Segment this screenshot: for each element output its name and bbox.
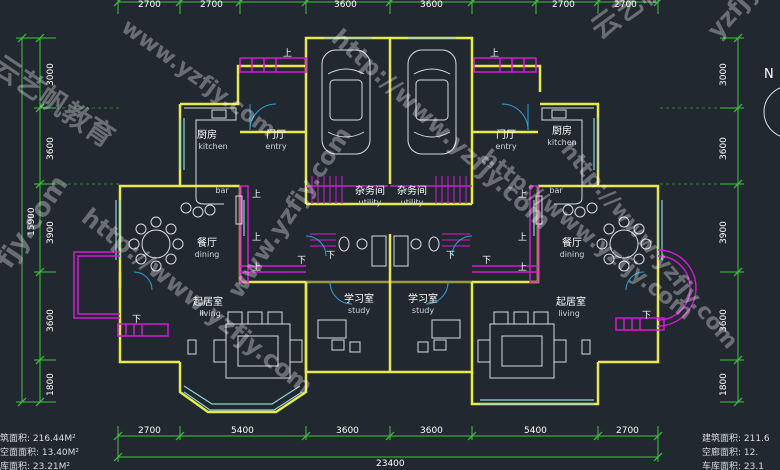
- dim-bottom-4: 3600: [420, 426, 443, 436]
- dim-top-5: 2700: [552, 0, 575, 10]
- kitchen-right-label: 厨房: [552, 124, 572, 137]
- bar-left-label: bar: [215, 186, 229, 195]
- area-right-3: 车库面积: 23.1: [702, 460, 764, 470]
- up-label-6: 上: [518, 232, 527, 243]
- study-right-label: 学习室: [408, 292, 438, 305]
- dim-right-3: 3900: [719, 221, 729, 244]
- living-right-en: living: [558, 309, 580, 318]
- dimension-ticks: [17, 0, 743, 462]
- dimension-texts: 2700 2700 3600 3600 2700 2700 2700 5400 …: [27, 0, 729, 469]
- area-left-2: 空面面积: 13.40M²: [0, 446, 79, 458]
- up-label-8: 上: [518, 262, 527, 273]
- down-label-2: 下: [446, 251, 455, 261]
- windows: [115, 37, 663, 411]
- dining-right-en: dining: [560, 250, 585, 259]
- down-label-5: 下: [297, 256, 306, 266]
- dim-left-3: 3900: [46, 221, 56, 244]
- dim-bottom-1: 2700: [138, 426, 161, 436]
- entry-left-en: entry: [265, 142, 286, 151]
- dim-right-4: 3600: [719, 309, 729, 332]
- entry-left-label: 门厅: [266, 128, 286, 141]
- dim-top-2: 2700: [200, 0, 223, 10]
- area-left-1: 筑面积: 216.44M²: [0, 432, 76, 444]
- utility-right-en: utility: [401, 198, 424, 207]
- utility-left-en: utility: [359, 198, 382, 207]
- dim-left-4: 3600: [46, 309, 56, 332]
- dining-left-en: dining: [195, 250, 220, 259]
- up-label-5: 上: [252, 232, 261, 243]
- dim-left-5: 1800: [46, 373, 56, 396]
- entry-right-en: entry: [495, 142, 516, 151]
- dim-left-total: 15900: [27, 207, 37, 236]
- dim-left-1: 3000: [46, 63, 56, 86]
- dim-bottom-5: 5400: [524, 426, 547, 436]
- area-left-3: 库面积: 23.21M²: [0, 460, 70, 470]
- dining-left-label: 餐厅: [197, 236, 217, 249]
- utility-left-label: 杂务间: [355, 184, 385, 197]
- dim-left-2: 3600: [46, 137, 56, 160]
- dimension-lines: [16, 0, 744, 462]
- living-left-en: living: [199, 309, 221, 318]
- furniture: [128, 49, 652, 379]
- living-right-label: 起居室: [556, 295, 586, 308]
- study-left-en: study: [348, 306, 370, 315]
- down-label-4: 下: [642, 311, 651, 321]
- up-label-3: 上: [252, 189, 261, 200]
- car-left-icon: [321, 49, 371, 155]
- dim-right-5: 1800: [719, 373, 729, 396]
- stair-labels: 上 上 上 上 上 上 上 上 下 下 下 下 下 下: [132, 48, 651, 325]
- dim-top-4: 3600: [420, 0, 443, 10]
- area-info: 筑面积: 216.44M² 空面面积: 13.40M² 库面积: 23.21M²…: [0, 432, 770, 470]
- up-label-4: 上: [518, 189, 527, 200]
- north-arrow-icon: [763, 87, 780, 137]
- up-label-2: 上: [490, 48, 499, 59]
- car-right-icon: [407, 49, 457, 155]
- kitchen-right-en: kitchen: [547, 138, 576, 147]
- down-label-1: 下: [326, 251, 335, 261]
- dim-bottom-6: 2700: [616, 426, 639, 436]
- down-label-3: 下: [132, 315, 141, 325]
- entry-right-label: 门厅: [496, 128, 516, 141]
- corner-label: N: [764, 67, 774, 82]
- doors: [133, 103, 645, 305]
- dim-bottom-2: 5400: [231, 426, 254, 436]
- up-label-1: 上: [283, 48, 292, 59]
- kitchen-left-en: kitchen: [198, 142, 227, 151]
- area-right-2: 空廊面积: 12.: [702, 446, 758, 458]
- study-left-label: 学习室: [344, 292, 374, 305]
- dim-bottom-total: 23400: [376, 459, 405, 469]
- kitchen-left-label: 厨房: [197, 128, 217, 141]
- dining-right-label: 餐厅: [562, 236, 582, 249]
- room-labels: 厨房 kitchen 门厅 entry 杂务间 utility 杂务间 util…: [193, 124, 586, 318]
- area-right-1: 建筑面积: 211.6: [702, 432, 770, 444]
- stairs-and-railings: [73, 57, 697, 337]
- up-label-7: 上: [252, 262, 261, 273]
- walls: [118, 36, 660, 414]
- dim-right-2: 3600: [719, 137, 729, 160]
- study-right-en: study: [412, 306, 434, 315]
- bar-right-label: bar: [549, 186, 563, 195]
- living-left-label: 起居室: [193, 295, 223, 308]
- dim-top-6: 2700: [614, 0, 637, 10]
- dim-top-3: 3600: [334, 0, 357, 10]
- dim-right-1: 3000: [719, 63, 729, 86]
- dim-bottom-3: 3600: [336, 426, 359, 436]
- dim-top-1: 2700: [138, 0, 161, 10]
- down-label-6: 下: [482, 256, 491, 266]
- utility-right-label: 杂务间: [397, 184, 427, 197]
